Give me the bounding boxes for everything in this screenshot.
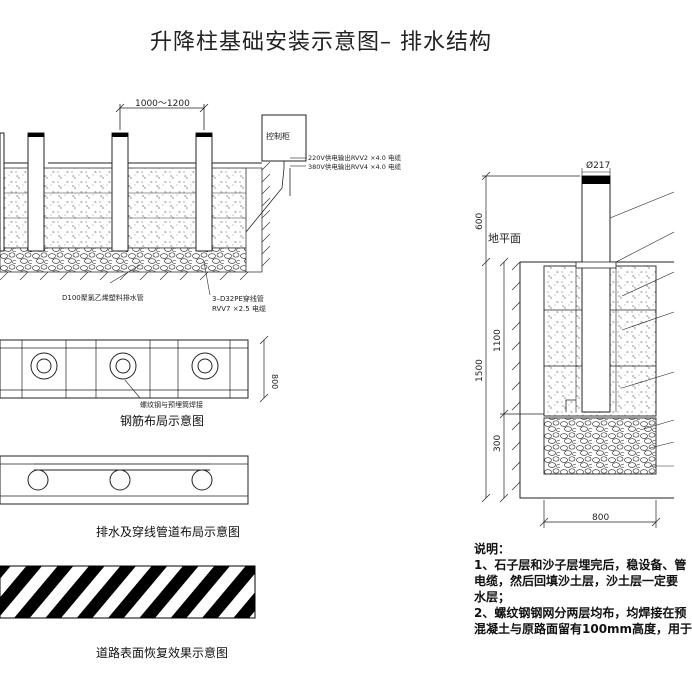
control-box-label: 控制柜	[266, 131, 290, 141]
dim-800-bottom: 800	[592, 513, 609, 523]
cross-section-drawing: 1000～1200 控制柜 220V供电输出RVV2 ×4.0 电缆 380V供…	[0, 99, 401, 313]
note-line: 电缆，然后回填沙土层，沙土层一定要	[474, 574, 679, 588]
note-line: 1、石子层和沙子层埋完后，稳设备、管	[474, 558, 687, 572]
caption-road: 道路表面恢复效果示意图	[96, 646, 229, 660]
caption-drain: 排水及穿线管道布局示意图	[96, 525, 241, 539]
cable-380-label: 380V供电输出RVV4 ×4.0 电缆	[308, 162, 401, 171]
dim-300: 300	[493, 435, 503, 452]
weld-note: 螺纹钢与预埋筒焊接	[140, 400, 203, 409]
diameter-label: Ø217	[586, 160, 610, 171]
bollard-detail-section: Ø217 600 地平面 1100 1500 300 800	[475, 160, 675, 528]
page-title: 升降柱基础安装示意图– 排水结构	[150, 30, 492, 55]
installation-drawing: 1000～1200 控制柜 220V供电输出RVV2 ×4.0 电缆 380V供…	[0, 99, 675, 619]
note-line: 混凝土与原路面留有100mm高度，用于	[474, 622, 692, 636]
note-line: 水层；	[474, 590, 511, 604]
drainage-layout-plan	[0, 455, 249, 505]
rebar-layout-plan: 800 螺纹钢与预埋筒焊接	[0, 335, 279, 409]
drain-pipe-label: D100聚氯乙烯塑料排水管	[62, 293, 144, 302]
bollard-section	[0, 132, 213, 252]
dim-1500: 1500	[475, 359, 485, 382]
cable-rvv-label: RVV7 ×2.5 电缆	[212, 304, 266, 313]
dim-1100: 1100	[493, 329, 503, 352]
dim-600: 600	[475, 213, 485, 230]
ground-label: 地平面	[488, 232, 521, 245]
cable-220-label: 220V供电输出RVV2 ×4.0 电缆	[308, 153, 401, 162]
conduit-label: 3–D32PE穿线管	[212, 294, 264, 303]
note-line: 2、螺纹钢钢网分两层均布，均焊接在预	[474, 606, 687, 620]
notes-heading: 说明：	[474, 542, 511, 556]
spacing-dim: 1000～1200	[135, 99, 190, 109]
caption-rebar: 钢筋布局示意图	[120, 414, 205, 428]
rebar-dim-800: 800	[270, 374, 279, 389]
road-surface-stripes	[0, 565, 256, 619]
control-box	[261, 114, 307, 162]
